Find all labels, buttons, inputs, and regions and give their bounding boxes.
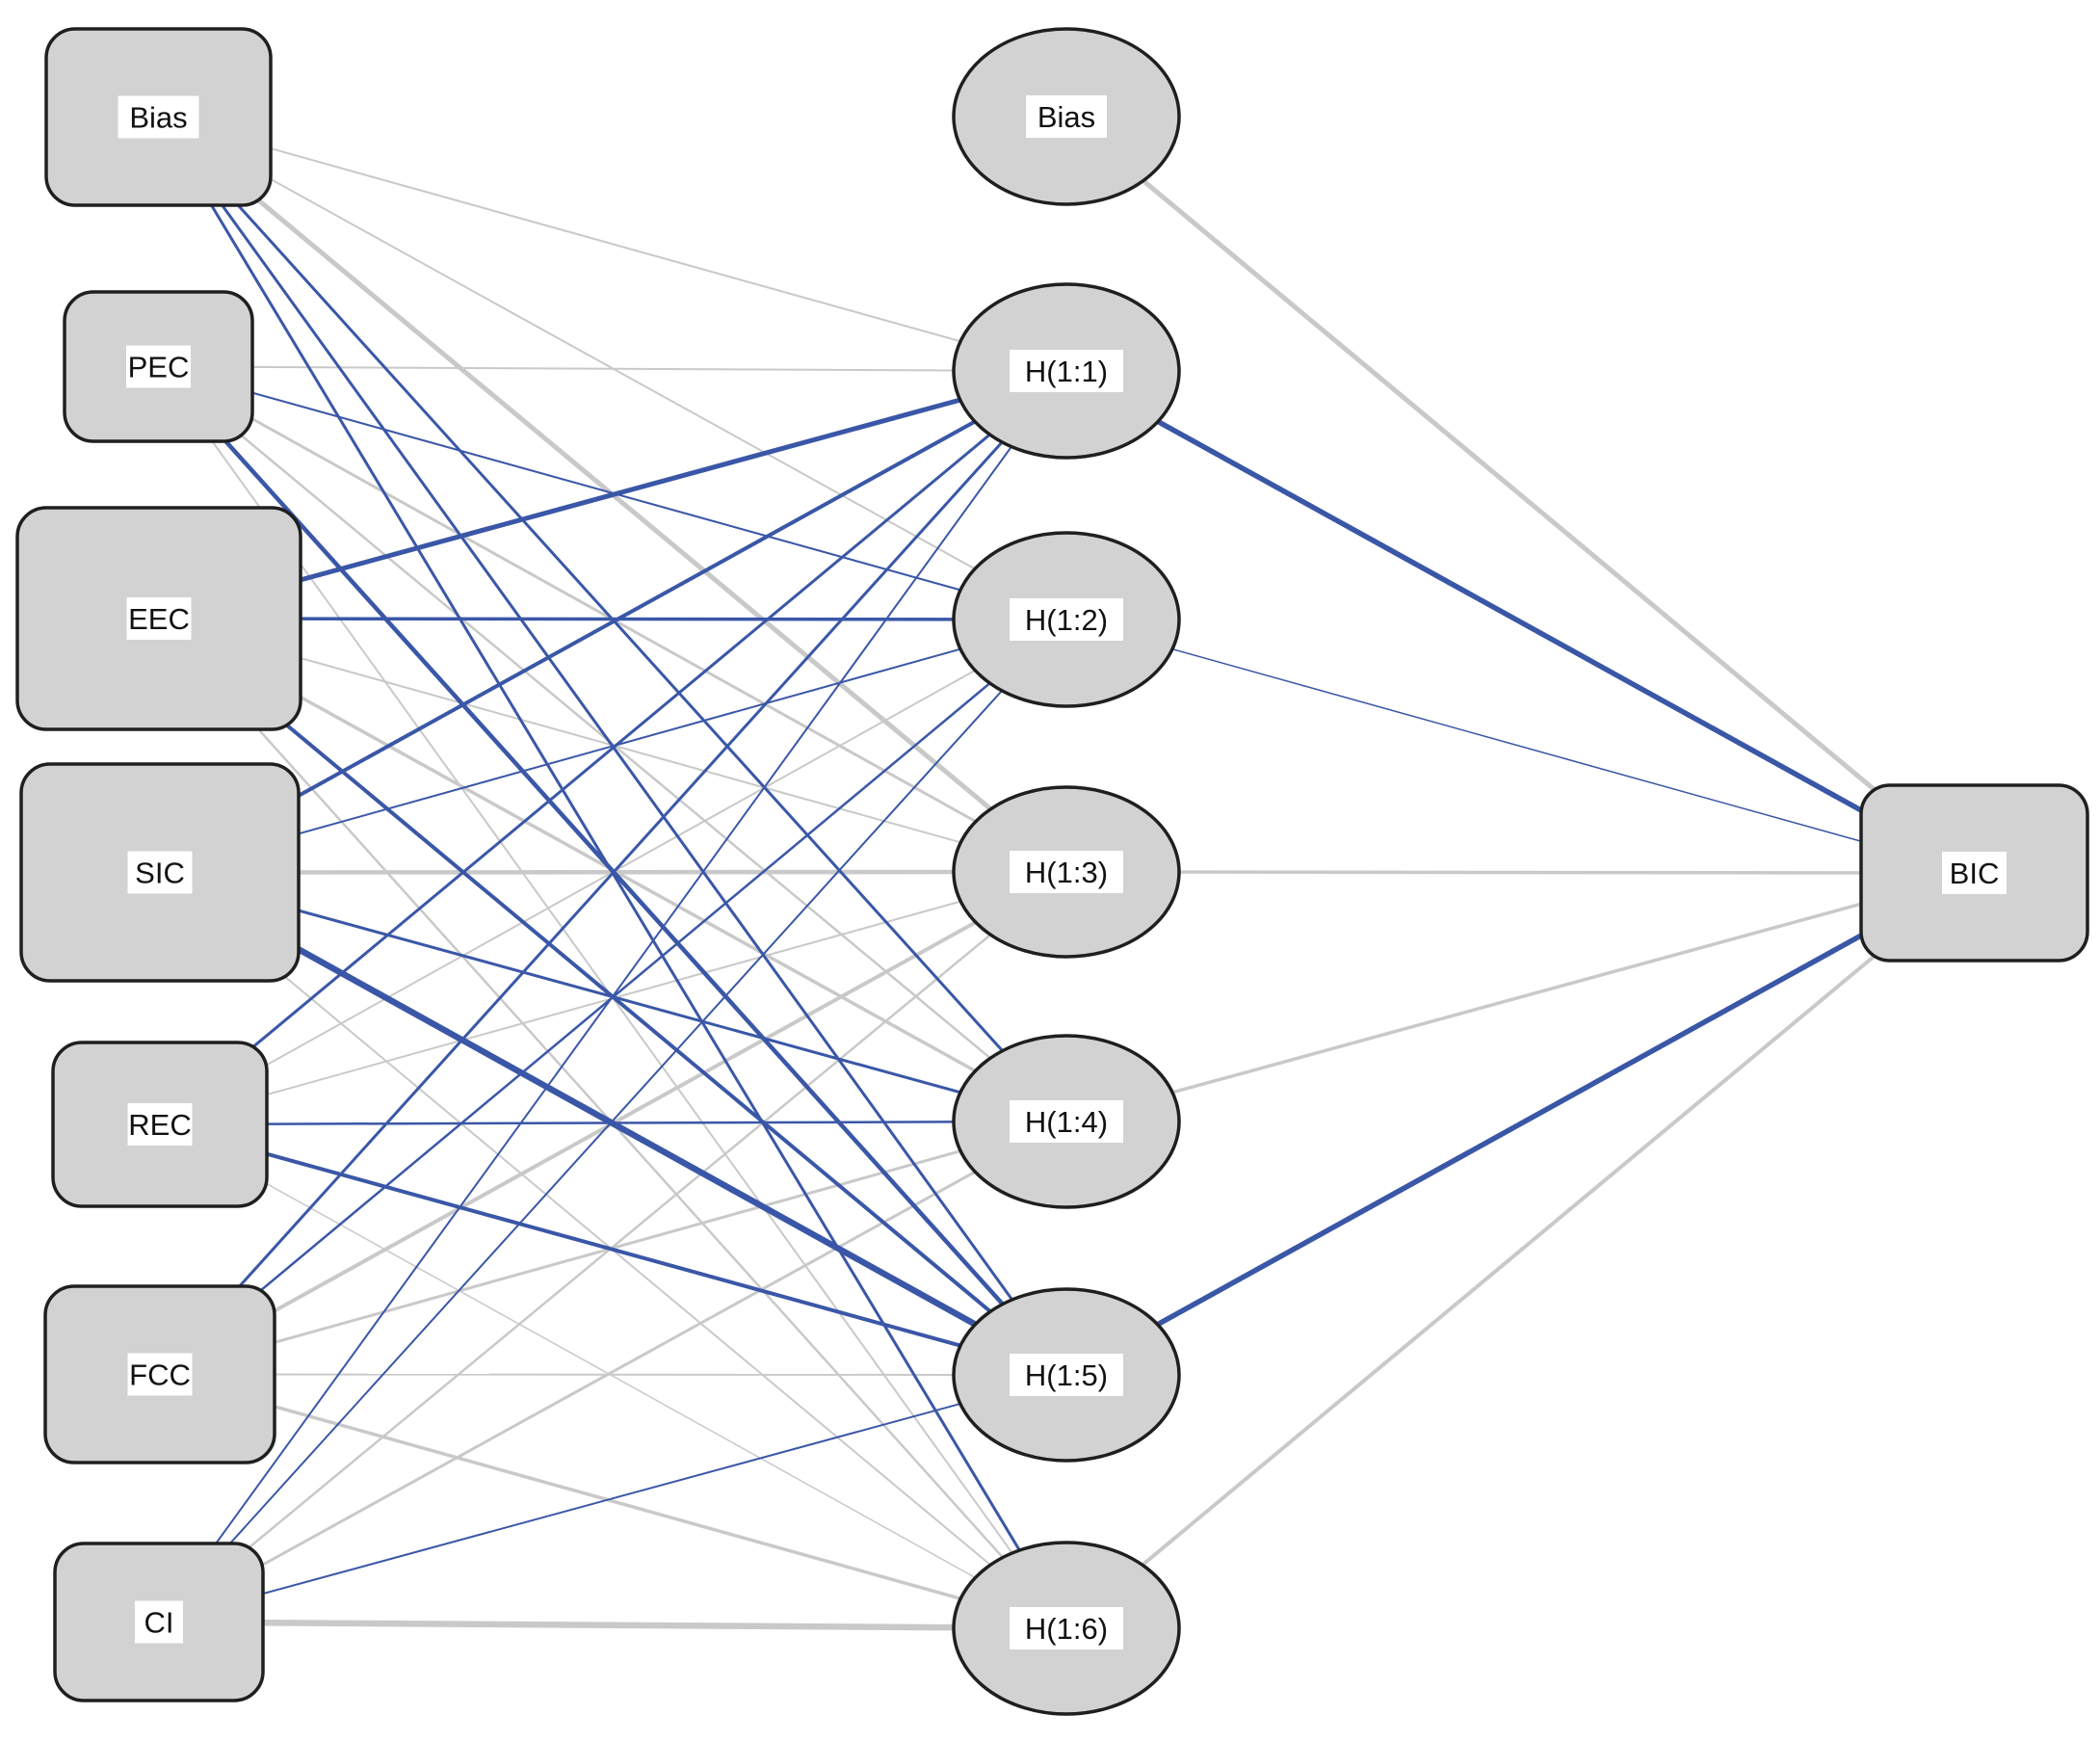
- edge-fcc-h6: [159, 1372, 1067, 1630]
- node-label-h1: H(1:1): [1025, 355, 1108, 388]
- node-label-bg-h2: [1010, 598, 1123, 641]
- node-label-bg-h5: [1010, 1354, 1123, 1396]
- edge-ci-h3: [158, 871, 1067, 1623]
- edge-fcc-h5: [159, 1373, 1067, 1376]
- node-label-rec: REC: [128, 1108, 191, 1142]
- node-h5: H(1:5): [952, 1287, 1181, 1463]
- node-pec: PEC: [63, 290, 254, 443]
- node-h6: H(1:6): [952, 1541, 1181, 1716]
- edge-ci-h2: [158, 619, 1067, 1623]
- node-label-bg-sic: [127, 851, 193, 894]
- edge-ci-h6: [158, 1619, 1067, 1632]
- node-bias_h: Bias: [952, 27, 1181, 206]
- node-label-sic: SIC: [135, 857, 185, 890]
- node-sic: SIC: [19, 762, 301, 983]
- node-label-bg-h6: [1010, 1607, 1123, 1649]
- node-label-bg-bias_h: [1026, 95, 1107, 138]
- edge-sic-h1: [159, 369, 1067, 875]
- node-bic: BIC: [1859, 783, 2089, 963]
- node-h2: H(1:2): [952, 531, 1181, 708]
- node-label-h6: H(1:6): [1025, 1612, 1108, 1646]
- node-label-bg-bic: [1942, 852, 2007, 894]
- node-label-ci: CI: [144, 1606, 174, 1640]
- node-label-h5: H(1:5): [1025, 1359, 1108, 1392]
- node-label-pec: PEC: [128, 351, 190, 384]
- node-label-bg-h4: [1010, 1100, 1123, 1143]
- node-h3: H(1:3): [952, 785, 1181, 959]
- edge-h1-bic: [1064, 368, 1976, 876]
- node-label-bg-pec: [126, 345, 191, 388]
- edge-pec-h5: [156, 364, 1068, 1377]
- edge-ci-h1: [158, 370, 1067, 1623]
- edge-ci-h4: [158, 1120, 1067, 1623]
- edge-h6-bic: [1064, 871, 1976, 1630]
- node-fcc: FCC: [43, 1284, 276, 1464]
- node-label-bg-rec: [127, 1103, 193, 1146]
- node-eec: EEC: [15, 506, 302, 731]
- edge-rec-h1: [159, 369, 1067, 1126]
- edge-h4-bic: [1065, 871, 1975, 1123]
- node-label-bias_in: Bias: [129, 101, 187, 135]
- node-h4: H(1:4): [952, 1034, 1181, 1209]
- node-label-fcc: FCC: [129, 1359, 191, 1392]
- edge-bias_h-bic: [1064, 115, 1977, 875]
- node-ci: CI: [53, 1542, 265, 1702]
- node-label-bg-fcc: [127, 1353, 193, 1396]
- node-label-h3: H(1:3): [1025, 856, 1108, 889]
- node-h1: H(1:1): [952, 282, 1181, 460]
- edge-h5-bic: [1064, 870, 1976, 1378]
- edge-bias_in-h1: [158, 116, 1067, 372]
- node-label-bg-eec: [126, 597, 192, 640]
- node-rec: REC: [51, 1041, 269, 1208]
- node-bias_in: Bias: [44, 27, 273, 207]
- node-label-bias_h: Bias: [1037, 100, 1095, 134]
- node-label-h4: H(1:4): [1025, 1105, 1108, 1139]
- node-label-bg-h3: [1010, 851, 1123, 893]
- edge-eec-h1: [158, 368, 1067, 621]
- edge-h3-bic: [1065, 870, 1975, 875]
- edge-fcc-h1: [158, 369, 1068, 1376]
- node-label-bic: BIC: [1950, 857, 2000, 890]
- edge-rec-h4: [159, 1120, 1067, 1126]
- node-label-h2: H(1:2): [1025, 603, 1108, 637]
- node-label-bg-bias_in: [118, 95, 199, 139]
- node-label-bg-ci: [135, 1600, 183, 1644]
- edge-rec-h5: [159, 1122, 1067, 1377]
- edge-h2-bic: [1065, 619, 1975, 874]
- edge-eec-h2: [158, 617, 1067, 621]
- blue-edges-layer: [156, 116, 1976, 1629]
- edge-rec-h6: [159, 1123, 1067, 1629]
- edge-ci-h5: [158, 1374, 1067, 1623]
- node-label-eec: EEC: [128, 602, 190, 636]
- node-label-bg-h1: [1010, 350, 1123, 392]
